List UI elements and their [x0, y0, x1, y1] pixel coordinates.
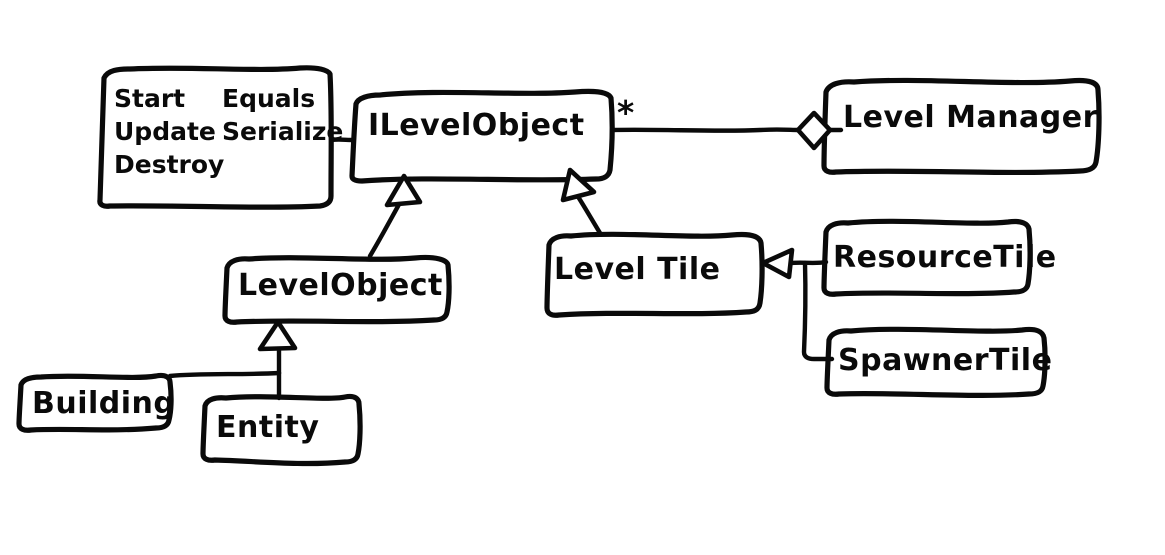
method-item-equals: Equals	[222, 84, 316, 113]
methods-note-column-1: Start Update Destroy	[114, 82, 224, 181]
building-entity-junction-line	[167, 370, 282, 379]
entity-label: Entity	[216, 410, 320, 445]
leveltile-generalization-triangle	[760, 247, 795, 280]
ilevelobject-label: ILevelObject	[368, 108, 585, 143]
resourcetile-label: ResourceTile	[833, 240, 1057, 275]
levelobject-generalization-triangle	[257, 319, 298, 352]
building-outline	[16, 372, 174, 433]
building-label: Building	[32, 386, 176, 421]
levelobject-outline	[222, 254, 452, 325]
leveltile-label: Level Tile	[554, 252, 721, 287]
method-item-destroy: Destroy	[114, 150, 225, 179]
levelobject-realization-line	[367, 196, 405, 259]
entity-outline	[200, 393, 363, 467]
levelobject-realization-triangle	[384, 173, 423, 208]
methods-note-outline	[97, 65, 334, 210]
levelmanager-label: Level Manager	[843, 100, 1098, 135]
methods-note-column-2: Equals Serialize	[222, 82, 343, 148]
method-item-serialize: Serialize	[222, 117, 344, 146]
tile-bracket-line	[801, 260, 835, 362]
resourcetile-outline	[821, 218, 1033, 297]
method-item-start: Start	[114, 84, 186, 113]
leveltile-outline	[544, 231, 765, 318]
method-item-update: Update	[114, 117, 216, 146]
leveltile-realization-triangle	[560, 167, 597, 203]
spawnertile-label: SpawnerTile	[838, 343, 1053, 378]
levelobject-label: LevelObject	[238, 268, 443, 303]
resourcetile-generalization-line	[787, 259, 829, 266]
levelmanager-outline	[821, 77, 1102, 176]
aggregation-line	[610, 127, 801, 133]
ilevelobject-outline	[349, 88, 615, 184]
multiplicity-label: *	[617, 93, 635, 132]
